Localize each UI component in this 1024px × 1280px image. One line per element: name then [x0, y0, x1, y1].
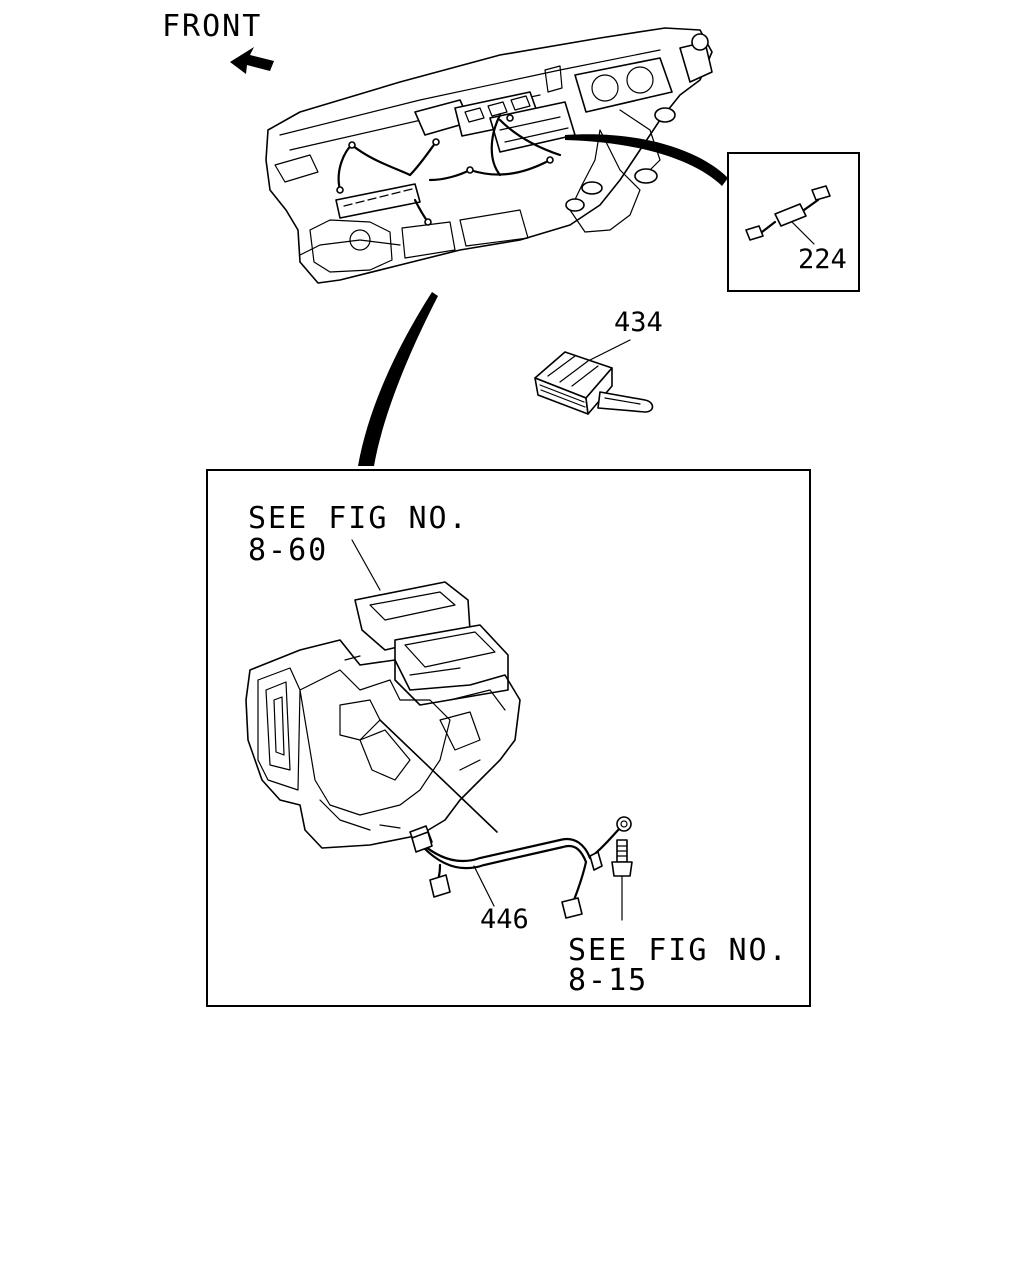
callout-434: 434: [614, 307, 663, 338]
see-fig-top-line2: 8-60: [248, 533, 328, 568]
leader-434: [589, 339, 631, 361]
resistor-connector-224: [745, 185, 831, 241]
callout-224: 224: [798, 244, 847, 275]
relay-434: [534, 351, 654, 415]
callout-446: 446: [480, 904, 529, 935]
detail-box-main: [206, 469, 811, 1007]
instrument-panel-assembly: [265, 27, 713, 284]
detail-box-224: [727, 152, 860, 292]
leader-446: [473, 865, 495, 907]
leader-224: [791, 221, 815, 245]
see-fig-bottom-line1: SEE FIG NO.: [568, 933, 789, 968]
heater-unit-assembly: [245, 581, 521, 849]
front-label: FRONT: [162, 9, 262, 44]
see-fig-top-line1: SEE FIG NO.: [248, 501, 469, 536]
sensor-bolt: [611, 839, 633, 921]
detail-leader-main: [358, 292, 438, 466]
detail-leader-224: [565, 134, 728, 186]
see-fig-bottom-line2: 8-15: [568, 963, 648, 998]
leader-harness: [379, 719, 498, 833]
leader-see-fig-top: [351, 539, 381, 591]
arrow-left-icon: [230, 47, 274, 74]
wiring-harness-446: [409, 816, 632, 919]
